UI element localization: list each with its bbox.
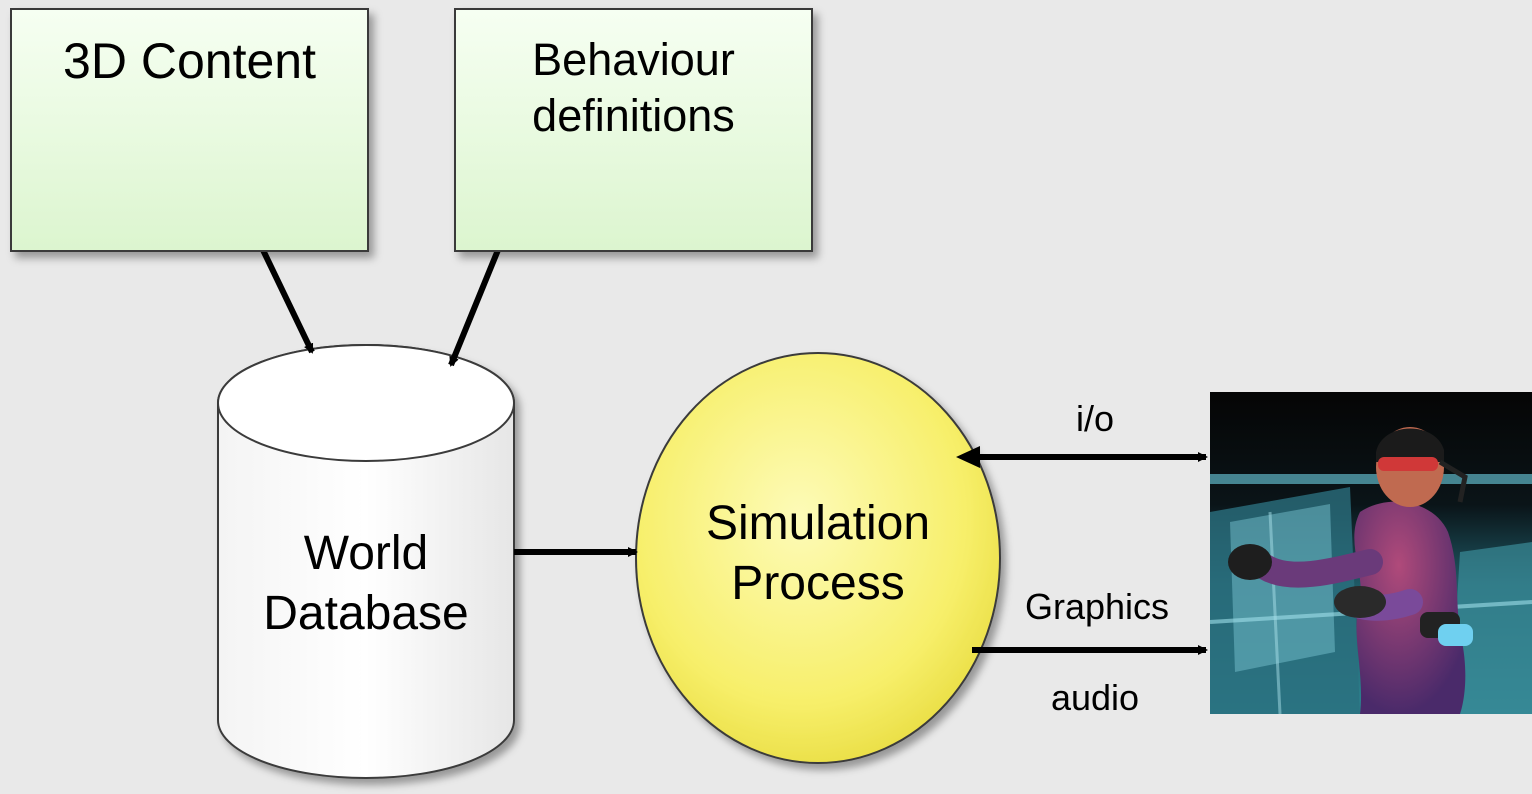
behaviour-label-line2: definitions	[532, 90, 735, 141]
simulation-process-circle	[635, 352, 1001, 764]
world-database-cylinder	[217, 344, 515, 779]
arrow-behaviour-to-database	[448, 248, 501, 367]
simulation-process-label: Simulation Process	[635, 494, 1001, 614]
simulation-label-line1: Simulation	[705, 497, 931, 550]
audio-label: audio	[1050, 677, 1140, 718]
io-label: i/o	[1075, 398, 1115, 439]
simulation-label-line2: Process	[731, 557, 905, 610]
behaviour-definitions-box: Behaviour definitions	[454, 8, 813, 252]
3d-content-box: 3D Content	[10, 8, 369, 252]
behaviour-label-line1: Behaviour	[532, 34, 735, 85]
world-database-label: World Database	[218, 524, 514, 644]
graphics-label: Graphics	[1024, 586, 1170, 627]
database-label-line1: World	[303, 527, 429, 580]
arrow-3d-to-database	[260, 248, 315, 354]
3d-content-label: 3D Content	[63, 33, 316, 89]
arrow-io-left-head	[956, 446, 980, 468]
database-label-line2: Database	[263, 587, 469, 640]
vr-user-photo	[1209, 392, 1532, 715]
